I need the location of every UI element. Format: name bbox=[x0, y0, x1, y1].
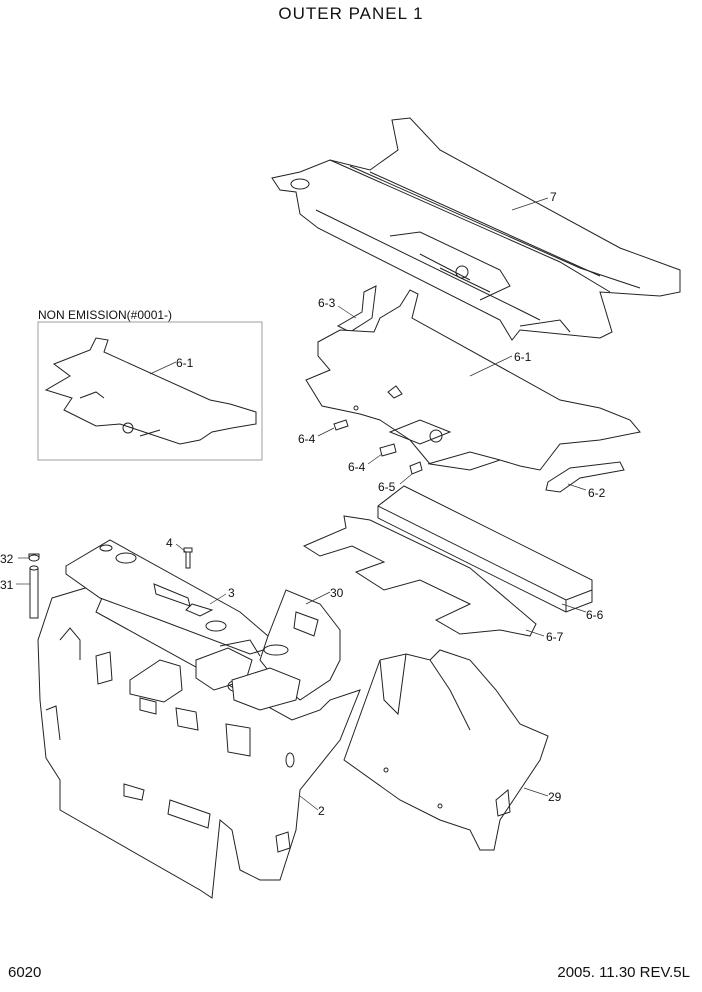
callout-30: 30 bbox=[330, 586, 344, 600]
callout-6-1: 6-1 bbox=[514, 350, 532, 364]
inset-label: NON EMISSION(#0001-) bbox=[38, 308, 173, 322]
part-31-rod[interactable] bbox=[29, 565, 39, 619]
part-6-4-a[interactable] bbox=[333, 419, 349, 431]
inset-frame bbox=[37, 321, 263, 461]
part-6-2[interactable] bbox=[545, 461, 625, 493]
part-3-top-cover[interactable] bbox=[65, 539, 271, 655]
diagram-title: OUTER PANEL 1 bbox=[278, 4, 424, 23]
part-6-7-insulation[interactable] bbox=[302, 515, 537, 637]
part-32-cap[interactable] bbox=[28, 553, 40, 562]
part-6-6-board[interactable] bbox=[377, 485, 593, 613]
callout-2: 2 bbox=[318, 804, 325, 818]
part-6-3[interactable] bbox=[336, 285, 377, 333]
part-6-5[interactable] bbox=[409, 461, 423, 475]
callout-6-4-b: 6-4 bbox=[348, 460, 366, 474]
part-29-shroud[interactable] bbox=[343, 649, 549, 851]
callout-32: 32 bbox=[0, 552, 14, 566]
callout-4: 4 bbox=[166, 536, 173, 550]
part-6-1-mat[interactable] bbox=[305, 289, 641, 471]
callout-6-1-inset: 6-1 bbox=[176, 356, 194, 370]
callout-6-5: 6-5 bbox=[378, 480, 396, 494]
callout-31: 31 bbox=[0, 578, 14, 592]
leader-lines bbox=[16, 197, 587, 811]
callout-6-7: 6-7 bbox=[546, 630, 564, 644]
page-number: 6020 bbox=[8, 964, 42, 981]
inset-part-6-1[interactable] bbox=[44, 337, 257, 445]
callout-3: 3 bbox=[228, 586, 235, 600]
callout-6-3: 6-3 bbox=[318, 296, 336, 310]
part-4-bolt[interactable] bbox=[183, 547, 193, 569]
revision-date: 2005. 11.30 REV.5L bbox=[557, 964, 690, 981]
callout-6-4-a: 6-4 bbox=[298, 432, 316, 446]
part-6-4-b[interactable] bbox=[379, 443, 397, 457]
callout-29: 29 bbox=[548, 790, 562, 804]
part-7-floor-mat[interactable] bbox=[271, 117, 681, 341]
callout-7: 7 bbox=[550, 190, 557, 204]
internal-brackets bbox=[129, 639, 301, 711]
callout-6-6: 6-6 bbox=[586, 608, 604, 622]
callout-6-2: 6-2 bbox=[588, 486, 606, 500]
